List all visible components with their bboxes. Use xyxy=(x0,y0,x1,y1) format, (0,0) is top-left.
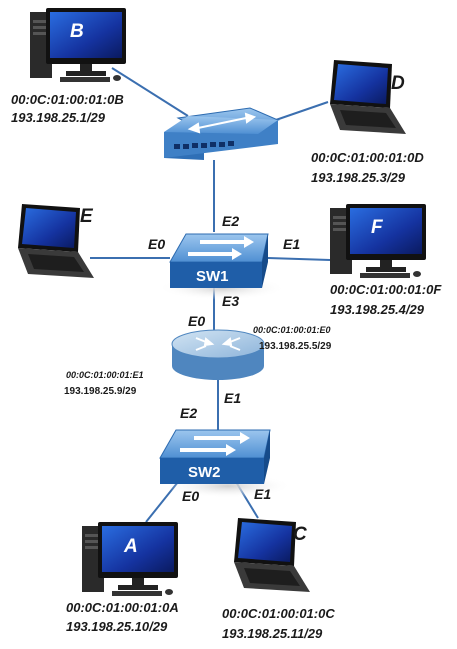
link-d-hub xyxy=(269,101,329,123)
monitor-base xyxy=(118,585,158,590)
tower-bay xyxy=(333,228,349,231)
host-letter-a: A xyxy=(124,536,138,557)
switch-top xyxy=(169,233,269,263)
host-a-desktop[interactable] xyxy=(82,522,178,596)
tower-bay xyxy=(85,534,101,537)
host-letter-f: F xyxy=(371,217,383,238)
switch-sw1[interactable] xyxy=(158,233,286,300)
tower-bay xyxy=(85,546,101,549)
switch-sw2-label: SW2 xyxy=(188,464,221,481)
laptop-keyboard xyxy=(340,110,396,128)
host-c-ip: 193.198.25.11/29 xyxy=(222,626,323,641)
laptop-screen xyxy=(22,208,76,248)
host-a-mac: 00:0C:01:00:01:0A xyxy=(66,600,179,615)
host-letter-b: B xyxy=(70,21,84,42)
monitor-screen xyxy=(50,12,122,58)
host-a-ip: 193.198.25.10/29 xyxy=(66,619,168,634)
sw2-port-e0: E0 xyxy=(182,488,200,504)
host-letter-e: E xyxy=(80,206,93,227)
router-e1-mac: 00:0C:01:00:01:E1 xyxy=(66,370,144,380)
sw2-port-e2: E2 xyxy=(180,405,198,421)
laptop-keyboard xyxy=(244,568,300,586)
monitor-screen xyxy=(102,526,174,572)
host-c-laptop[interactable] xyxy=(234,518,310,592)
router-e0-mac: 00:0C:01:00:01:E0 xyxy=(253,325,331,335)
router-e0-ip: 193.198.25.5/29 xyxy=(259,341,332,352)
link-f-sw1 xyxy=(267,257,331,261)
monitor-base xyxy=(66,71,106,76)
tower-bay xyxy=(333,216,349,219)
switch-front xyxy=(170,262,262,288)
host-d-mac: 00:0C:01:00:01:0D xyxy=(311,150,424,165)
sw1-port-e2: E2 xyxy=(222,213,240,229)
switch-sw1-label: SW1 xyxy=(196,268,229,285)
switch-arrows-icon xyxy=(188,236,254,260)
router-arrows-icon xyxy=(195,337,241,351)
router-port-e1: E1 xyxy=(224,390,242,406)
tower-bay xyxy=(333,222,349,225)
sw1-port-e1: E1 xyxy=(283,236,301,252)
link-b-hub xyxy=(111,67,189,117)
hub[interactable] xyxy=(164,107,280,160)
laptop-screen xyxy=(238,522,292,562)
keyboard xyxy=(360,273,410,278)
keyboard xyxy=(60,77,110,82)
switch-side xyxy=(264,430,270,484)
host-f-ip: 193.198.25.4/29 xyxy=(330,302,424,317)
host-f-desktop[interactable] xyxy=(330,204,426,278)
sw1-port-e3: E3 xyxy=(222,293,240,309)
router-port-e0: E0 xyxy=(188,313,206,329)
router-e1-ip: 193.198.25.9/29 xyxy=(64,386,137,397)
monitor-screen xyxy=(350,208,422,254)
switch-sw2[interactable] xyxy=(159,429,292,498)
laptop-screen xyxy=(334,64,388,104)
monitor-stand xyxy=(80,64,92,72)
host-b-ip: 193.198.25.1/29 xyxy=(11,110,105,125)
monitor-stand xyxy=(132,578,144,586)
host-d-ip: 193.198.25.3/29 xyxy=(311,170,405,185)
host-letter-d: D xyxy=(391,73,405,94)
switch-arrows-icon xyxy=(180,432,250,456)
tower-bay xyxy=(33,32,49,35)
host-e-laptop[interactable] xyxy=(18,204,94,278)
tower-bay xyxy=(33,20,49,23)
tower-bay xyxy=(33,26,49,29)
host-f-mac-clip: 00:0C:01:00:01:0F xyxy=(330,282,457,297)
router-top xyxy=(171,329,265,359)
sw2-port-e1: E1 xyxy=(254,486,272,502)
monitor-stand xyxy=(380,260,392,268)
router[interactable] xyxy=(171,329,265,380)
monitor-base xyxy=(366,267,406,272)
tower-bay xyxy=(85,540,101,543)
mouse xyxy=(165,589,173,595)
switch-top xyxy=(159,429,271,459)
switch-side xyxy=(262,234,268,288)
host-letter-c: C xyxy=(293,524,307,545)
double-arrow-icon xyxy=(187,112,257,134)
hub-ports xyxy=(174,141,234,149)
host-c-mac: 00:0C:01:00:01:0C xyxy=(222,606,335,621)
host-b-mac: 00:0C:01:00:01:0B xyxy=(11,92,124,107)
laptop-keyboard xyxy=(28,254,84,272)
mouse xyxy=(413,271,421,277)
host-b-desktop[interactable] xyxy=(30,8,126,82)
mouse xyxy=(113,75,121,81)
host-f-mac: 00:0C:01:00:01:0F xyxy=(330,282,442,297)
keyboard xyxy=(112,591,162,596)
sw1-port-e0: E0 xyxy=(148,236,166,252)
switch-front xyxy=(160,458,264,484)
host-d-laptop[interactable] xyxy=(330,60,406,134)
